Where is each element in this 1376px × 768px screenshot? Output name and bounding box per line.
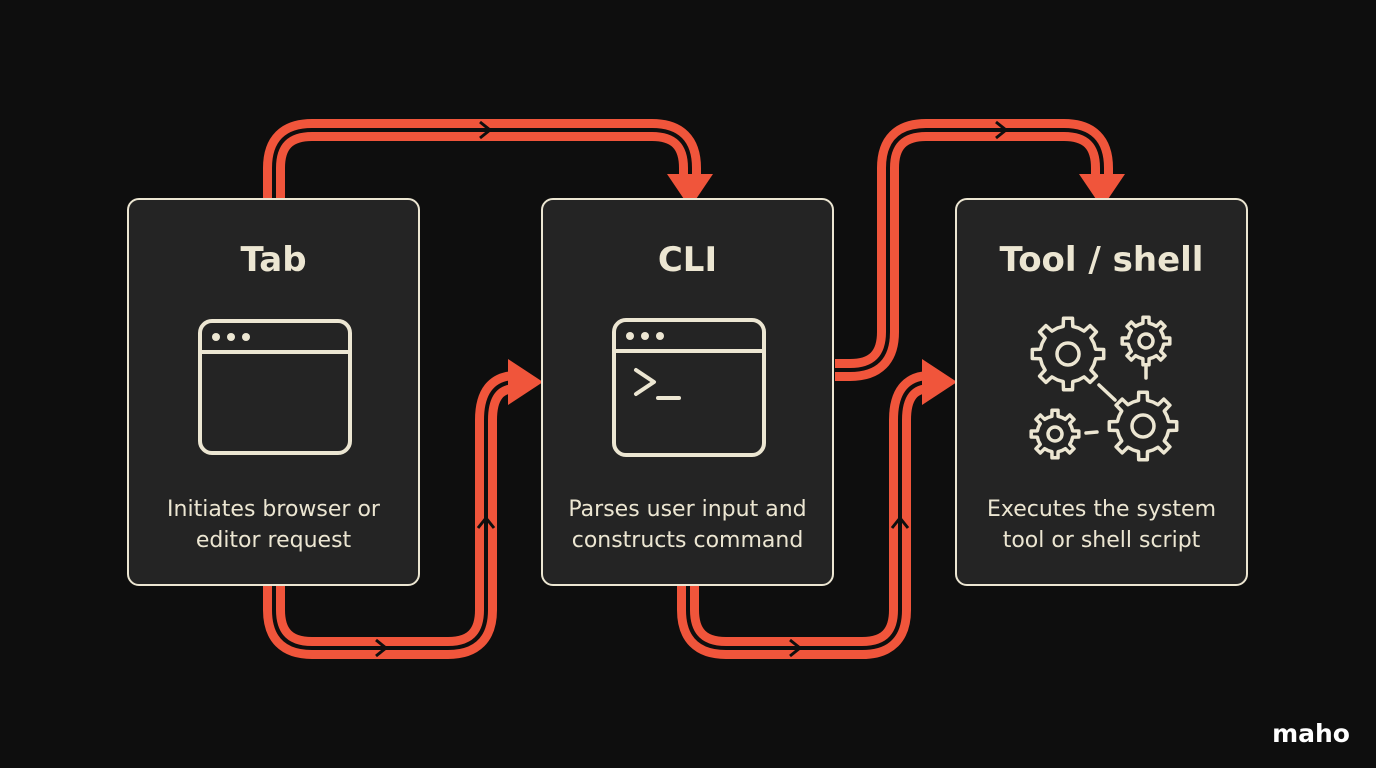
node-tab: Tab Initiates browser or editor request bbox=[127, 198, 420, 586]
node-description: Parses user input and constructs command bbox=[568, 497, 807, 553]
gear-hole bbox=[1130, 413, 1156, 439]
connector-cli-to-tool-bottom bbox=[677, 359, 957, 659]
gear-hole bbox=[1046, 425, 1064, 443]
node-cli: CLI Parses user input and constructs com… bbox=[541, 198, 834, 586]
brand-logo: maho bbox=[1272, 719, 1350, 748]
gear-hole bbox=[1055, 341, 1081, 367]
gear-icon bbox=[1120, 315, 1172, 367]
terminal-icon bbox=[612, 318, 766, 457]
gear-icon bbox=[1107, 390, 1179, 462]
gears-icon bbox=[1029, 315, 1179, 462]
node-tool-shell: Tool / shell Executes the system tool or… bbox=[955, 198, 1248, 586]
node-description: Executes the system tool or shell script bbox=[986, 497, 1217, 553]
node-title: CLI bbox=[657, 240, 718, 280]
node-title: Tab bbox=[240, 240, 307, 280]
chevron-up-icon bbox=[476, 516, 496, 529]
gear-hole bbox=[1137, 332, 1155, 350]
connector-tab-to-cli-bottom bbox=[263, 359, 543, 659]
chevron-right-icon bbox=[995, 120, 1008, 140]
chevron-right-icon bbox=[375, 638, 388, 658]
gear-icon bbox=[1029, 408, 1081, 460]
browser-window-icon bbox=[198, 319, 352, 455]
connector-cli-to-tool-top bbox=[835, 119, 1125, 381]
chevron-right-icon bbox=[479, 120, 492, 140]
connector-tab-to-cli-top bbox=[263, 119, 713, 208]
node-title: Tool / shell bbox=[999, 240, 1204, 280]
node-description: Initiates browser or editor request bbox=[167, 497, 380, 553]
chevron-up-icon bbox=[890, 516, 910, 529]
chevron-right-icon bbox=[789, 638, 802, 658]
gear-icon bbox=[1030, 316, 1106, 392]
